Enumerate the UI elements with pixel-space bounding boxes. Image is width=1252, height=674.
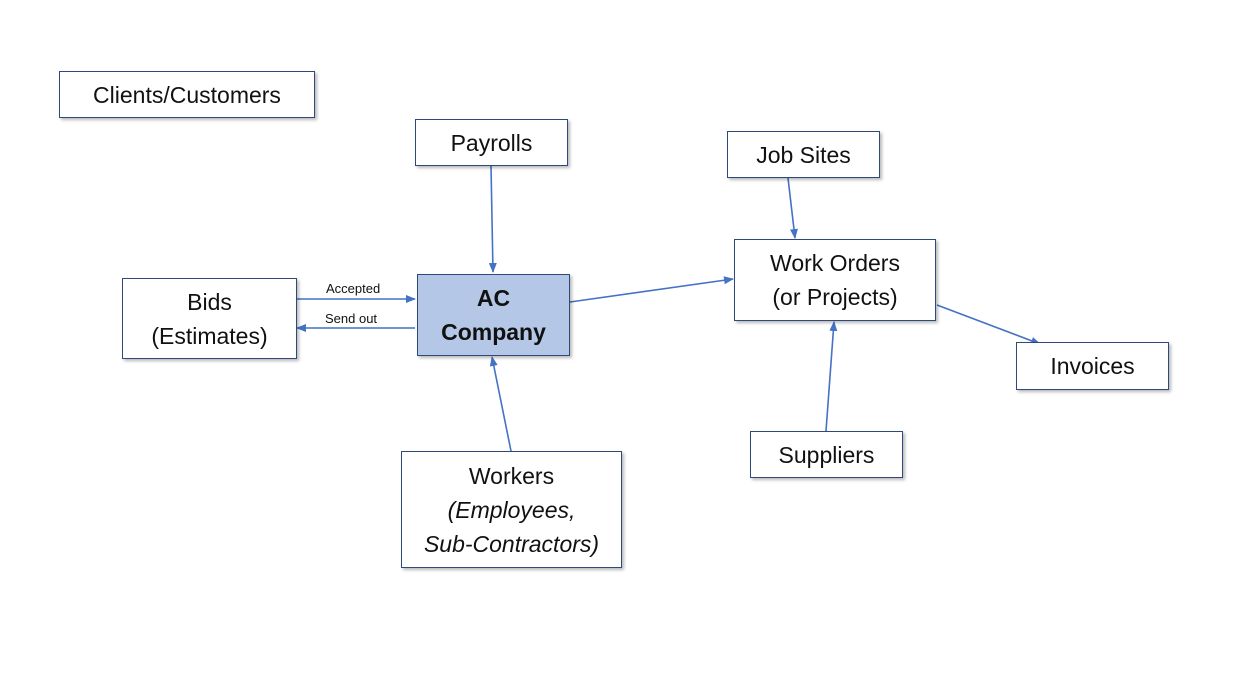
- work-orders-node: Work Orders (or Projects): [734, 239, 936, 321]
- arrow-payrolls-to-company: [488, 165, 497, 273]
- clients-customers-label: Clients/Customers: [93, 81, 281, 108]
- invoices-label: Invoices: [1050, 353, 1135, 379]
- arrow-job-sites-to-work-orders: [787, 177, 798, 239]
- send-out-edge-label: Send out: [325, 311, 378, 326]
- payrolls-label: Payrolls: [450, 129, 533, 156]
- arrow-company-to-work-orders: [569, 276, 734, 303]
- workers-node: Workers (Employees, Sub-Contractors): [401, 451, 622, 568]
- job-sites-node: Job Sites: [727, 131, 880, 178]
- work-orders-label-line1: Work Orders: [770, 250, 900, 276]
- workers-label-line2: (Employees,: [447, 496, 576, 523]
- arrow-suppliers-to-work-orders: [825, 321, 838, 432]
- company-label-line1: AC: [476, 285, 511, 311]
- workers-label-line3: Sub-Contractors): [423, 530, 600, 557]
- arrow-workers-to-company: [489, 356, 512, 452]
- bids-node: Bids (Estimates): [122, 278, 297, 359]
- clients-customers-node: Clients/Customers: [59, 71, 315, 118]
- job-sites-label: Job Sites: [756, 141, 851, 168]
- arrow-work-orders-to-invoices: [936, 304, 1041, 345]
- bids-label-line2: (Estimates): [151, 322, 268, 349]
- payrolls-node: Payrolls: [415, 119, 568, 166]
- accepted-edge-label: Accepted: [326, 281, 381, 296]
- company-label-line2: Company: [441, 319, 546, 345]
- workers-label-line1: Workers: [468, 462, 555, 489]
- bids-label-line1: Bids: [187, 288, 232, 315]
- ac-company-node: AC Company: [417, 274, 570, 356]
- suppliers-label: Suppliers: [778, 441, 875, 468]
- suppliers-node: Suppliers: [750, 431, 903, 478]
- work-orders-label-line2: (or Projects): [772, 284, 898, 310]
- invoices-node: Invoices: [1016, 342, 1169, 390]
